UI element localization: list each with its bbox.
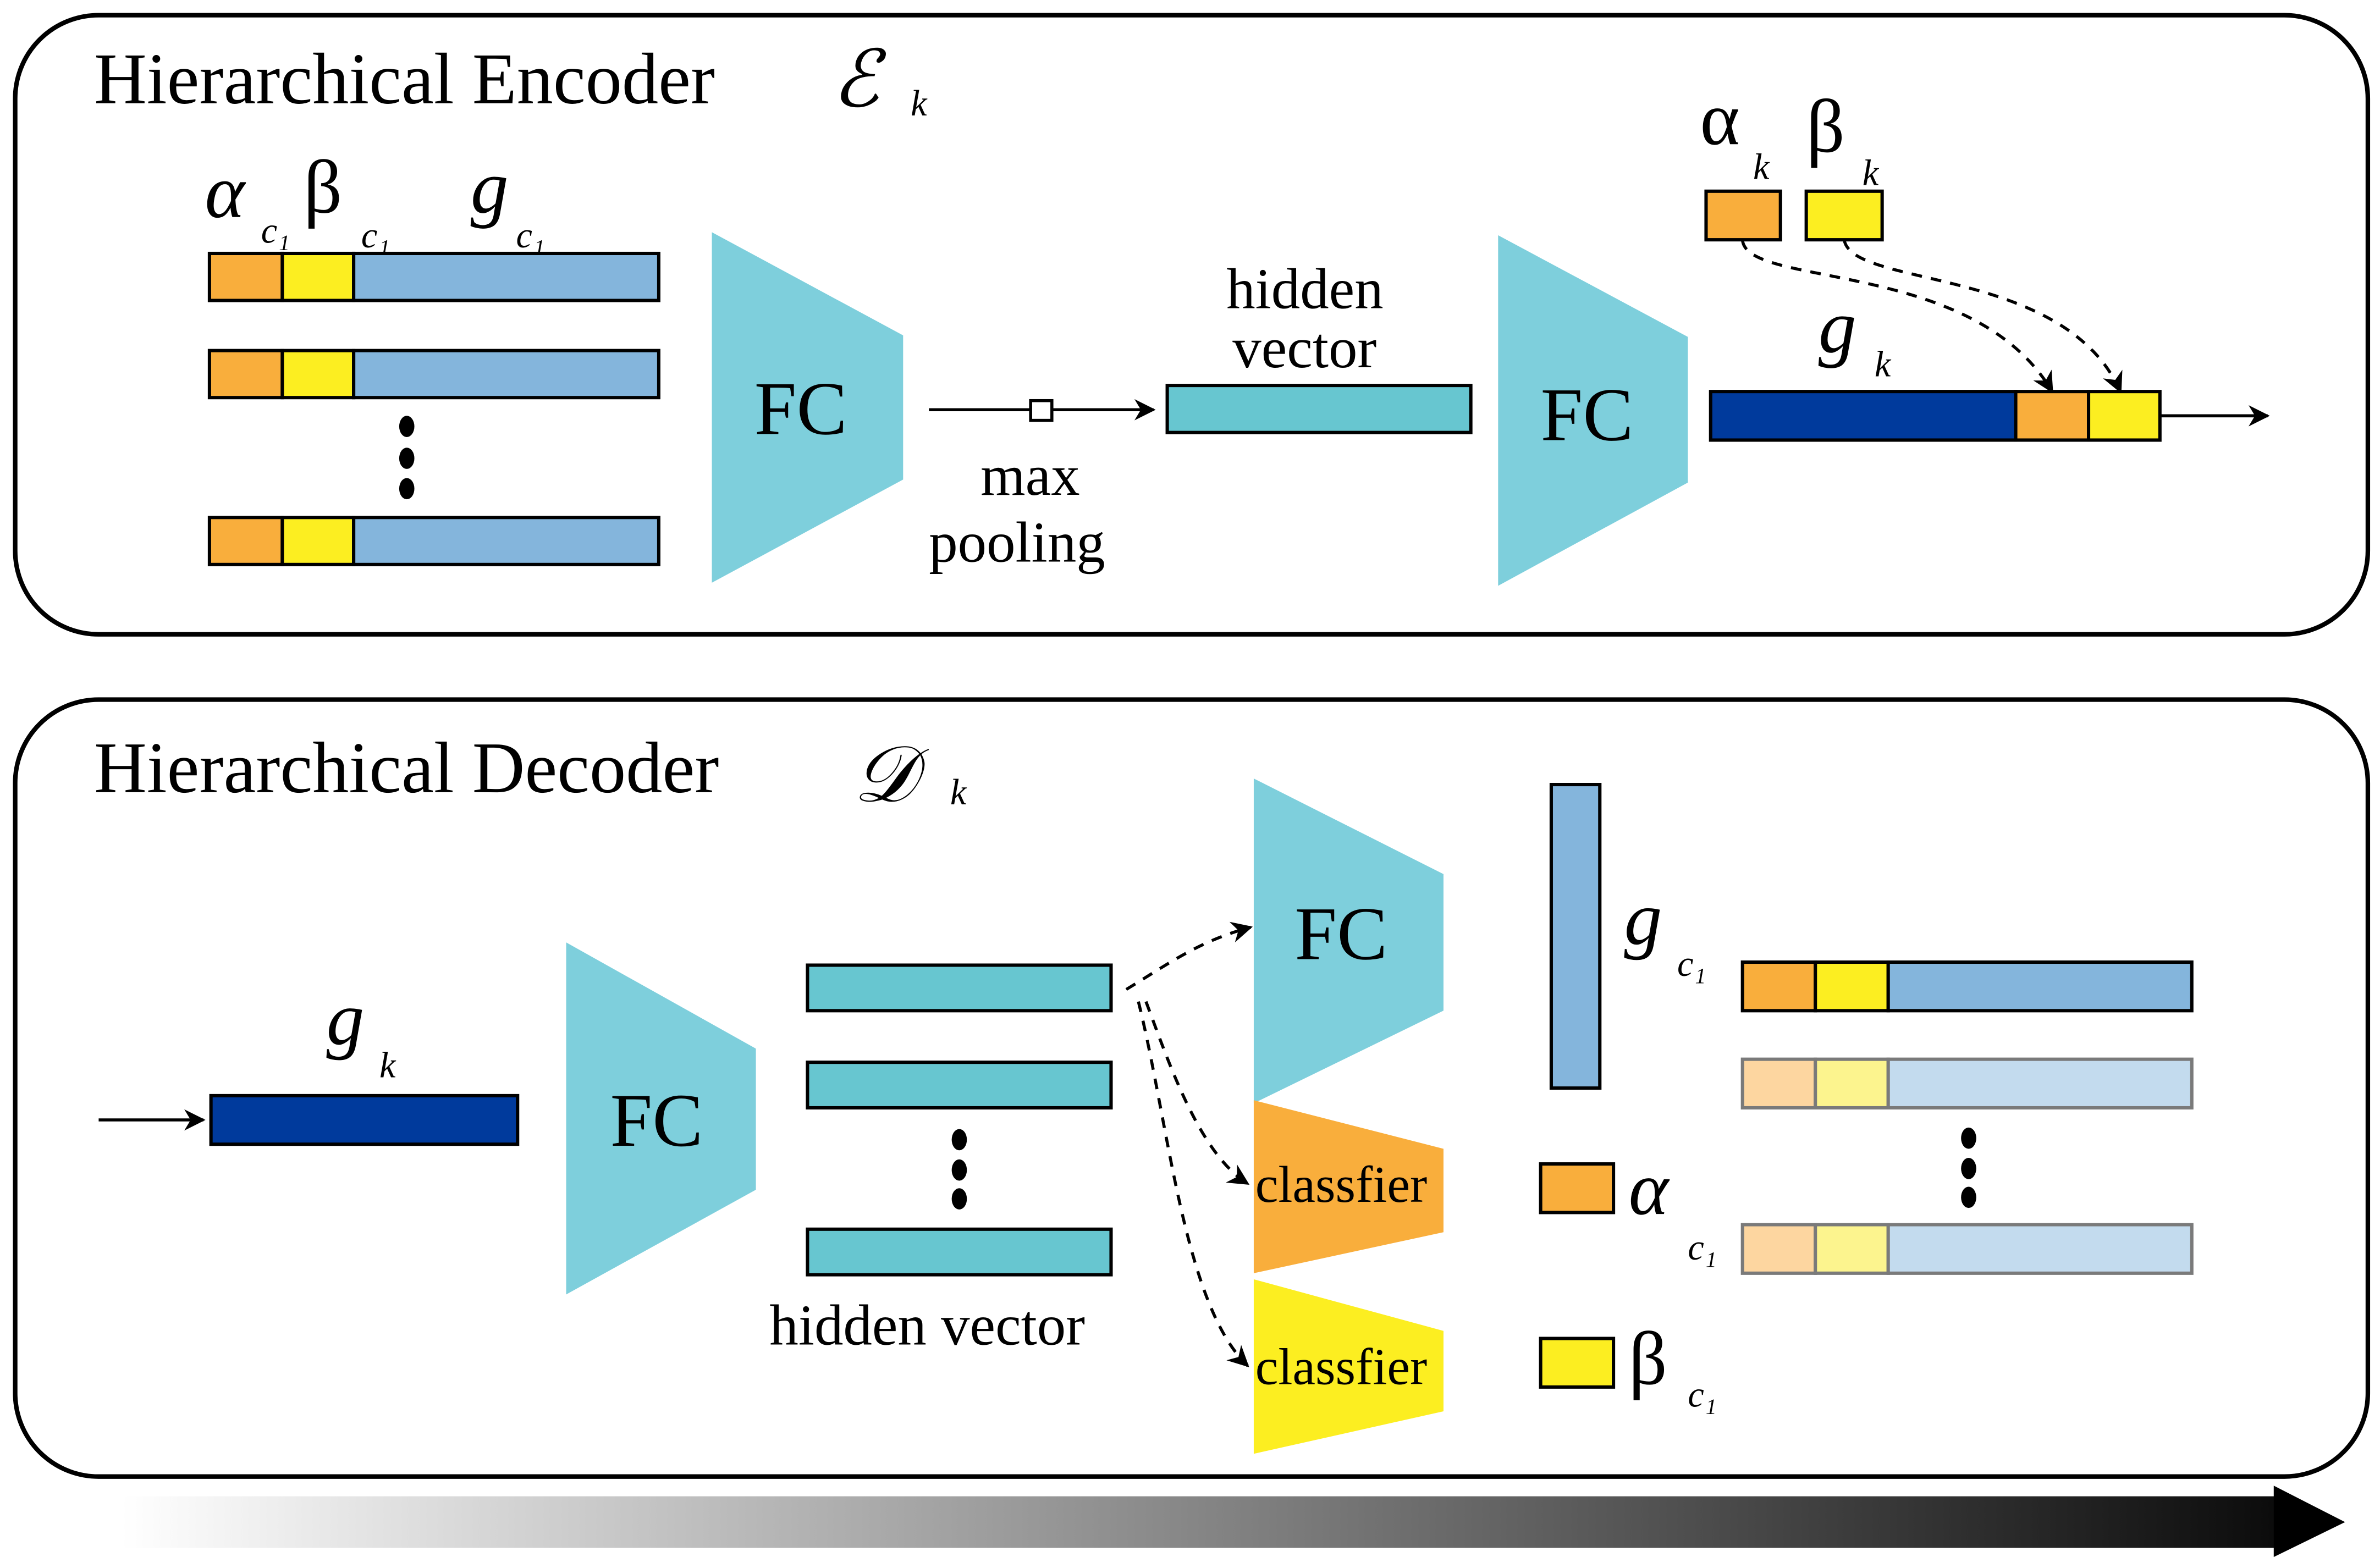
alpha-cell [1740, 1057, 1817, 1110]
g-c1-output-vector [1549, 783, 1602, 1090]
beta-cell [1814, 1223, 1890, 1275]
g-cell [1886, 1057, 2194, 1110]
decoder-hidden-vector [806, 963, 1113, 1013]
beta-k-slot [2087, 390, 2162, 442]
decoder-g-k-sub: k [379, 1046, 396, 1086]
alpha-c1-label: α [205, 150, 246, 234]
gradient-arrow-head [2273, 1486, 2345, 1557]
decoder-panel: Hierarchical Decoder 𝒟 k g k FC hidden v… [13, 697, 2371, 1479]
alpha-cell [207, 251, 284, 302]
encoder-title-symbol-sub: k [911, 84, 928, 124]
encoder-fc2-block [1498, 235, 1688, 586]
g-k-label: g [1819, 284, 1856, 368]
decoder-hidden-label: hidden vector [769, 1294, 1085, 1357]
alpha-k-label: α [1700, 76, 1739, 161]
decoder-title-symbol-sub: k [950, 772, 967, 813]
encoder-fc2-label: FC [1541, 372, 1634, 456]
hidden-to-fc-arrow [1125, 921, 1253, 991]
g-c1-output-sub: c₁ [1677, 944, 1706, 984]
alpha-k-sub: k [1753, 147, 1770, 187]
encoder-hidden-vector [1165, 384, 1473, 434]
decoder-output-ellipsis [1961, 1127, 1976, 1208]
encoder-input-row [207, 349, 660, 400]
encoder-panel-frame [13, 13, 2371, 637]
beta-cell [1814, 960, 1890, 1013]
alpha-c1-sub: c₁ [261, 211, 290, 251]
gradient-arrow-shaft [121, 1496, 2292, 1548]
decoder-output-row-faded [1740, 1223, 2194, 1275]
encoder-ellipsis [399, 416, 415, 500]
beta-c1-output-cell [1539, 1337, 1616, 1389]
encoder-output-vector [1709, 390, 2162, 442]
alpha-c1-output-sub: c₁ [1688, 1228, 1716, 1268]
alpha-cell [207, 516, 284, 566]
encoder-panel: Hierarchical Encoder ℰ k α c₁ β c₁ g c₁ [13, 13, 2371, 637]
g-cell [1886, 960, 2194, 1013]
beta-k-label: β [1806, 84, 1845, 168]
alpha-c1-output-label: α [1629, 1146, 1670, 1230]
beta-classifier-block [1253, 1279, 1444, 1454]
encoder-fc1-label: FC [754, 366, 847, 450]
alpha-classifier-label: classfier [1255, 1156, 1428, 1213]
encoder-title: Hierarchical Encoder [94, 38, 715, 119]
beta-c1-output-sub: c₁ [1688, 1375, 1716, 1415]
alpha-classifier-block [1253, 1100, 1444, 1273]
decoder-hidden-ellipsis [951, 1129, 967, 1210]
decoder-fc2-block [1253, 778, 1444, 1103]
alpha-k-slot [2014, 390, 2091, 442]
decoder-panel-frame [13, 697, 2371, 1479]
hidden-to-alpha-classifier-arrow [1144, 1001, 1250, 1185]
hidden-to-beta-classifier-arrow [1137, 1001, 1249, 1367]
alpha-k-to-gk-arrow [1740, 239, 2054, 394]
decoder-fc1-label: FC [610, 1078, 703, 1162]
decoder-output-row-faded [1740, 1057, 2194, 1110]
beta-classifier-label: classfier [1255, 1338, 1428, 1395]
beta-c1-sub: c₁ [361, 216, 390, 256]
beta-cell [1814, 1057, 1890, 1110]
g-cell [352, 251, 660, 302]
g-c1-sub: c₁ [516, 216, 544, 256]
beta-cell [280, 349, 356, 400]
encoder-fc1-block [712, 232, 903, 583]
encoder-input-row [207, 516, 660, 566]
alpha-cell [1740, 960, 1817, 1013]
decoder-g-k-vector [209, 1094, 520, 1146]
g-c1-label: g [471, 145, 509, 229]
decoder-hidden-vector [806, 1061, 1113, 1110]
decoder-g-k-label: g [326, 976, 364, 1061]
beta-c1-output-label: β [1629, 1316, 1667, 1400]
decoder-fc2-label: FC [1294, 891, 1387, 975]
g-c1-output-label: g [1624, 876, 1662, 960]
alpha-k-cell [1704, 189, 1782, 242]
beta-cell [280, 251, 356, 302]
beta-k-to-gk-arrow [1842, 239, 2123, 394]
alpha-cell [1740, 1223, 1817, 1275]
encoder-title-symbol: ℰ [832, 36, 887, 124]
g-cell [352, 516, 660, 566]
decoder-title: Hierarchical Decoder [94, 727, 719, 808]
decoder-output-row [1740, 960, 2194, 1013]
encoder-hidden-label-line1: hidden [1226, 257, 1383, 321]
max-pooling-label-line2: pooling [929, 510, 1105, 574]
gradient-direction-arrow [121, 1486, 2345, 1557]
beta-k-cell [1804, 189, 1884, 242]
gk-cell [1709, 390, 2018, 442]
encoder-input-row [207, 251, 660, 302]
beta-cell [280, 516, 356, 566]
g-cell [352, 349, 660, 400]
max-pooling-node [1029, 399, 1054, 422]
beta-k-sub: k [1863, 153, 1880, 194]
decoder-fc1-block [566, 942, 756, 1295]
alpha-cell [207, 349, 284, 400]
max-pooling-label-line1: max [980, 444, 1080, 507]
beta-c1-label: β [304, 145, 342, 229]
decoder-hidden-vector [806, 1227, 1113, 1277]
g-cell [1886, 1223, 2194, 1275]
alpha-c1-output-cell [1539, 1162, 1616, 1214]
encoder-hidden-label-line2: vector [1232, 316, 1376, 380]
g-k-sub: k [1875, 345, 1892, 385]
